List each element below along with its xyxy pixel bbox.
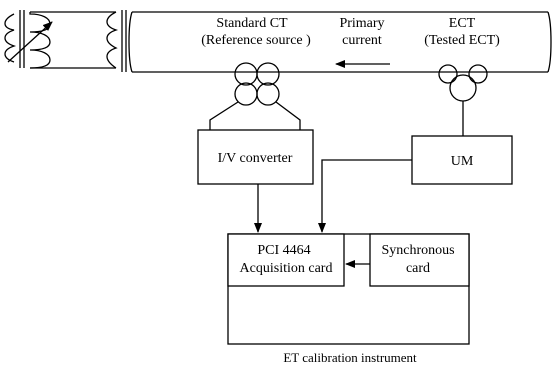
iv-converter-box — [197, 129, 314, 185]
primary-current-label-line1: Primary — [339, 16, 384, 31]
instrument-caption: ET calibration instrument — [283, 350, 417, 365]
synchronous-card-box — [369, 233, 470, 287]
primary-current-label-line2: current — [342, 33, 382, 48]
pci-label-line1: PCI 4464 — [257, 243, 310, 258]
ect-icon — [438, 64, 488, 136]
primary-conductor — [128, 11, 552, 73]
um-label: UM — [451, 154, 474, 169]
pci-label-line2: Acquisition card — [240, 261, 333, 276]
iv-converter-label: I/V converter — [218, 151, 293, 166]
sync-label-line1: Synchronous — [381, 243, 454, 258]
standard-ct-icon — [209, 62, 301, 130]
ect-label-line2: (Tested ECT) — [424, 33, 500, 48]
pci-acquisition-card-box — [227, 233, 345, 287]
sync-label-line2: card — [406, 261, 430, 276]
ect-label-line1: ECT — [449, 16, 476, 31]
variable-transformer-icon — [4, 10, 127, 72]
standard-ct-label-line2: (Reference source ) — [201, 33, 311, 48]
standard-ct-label-line1: Standard CT — [216, 16, 288, 31]
um-box — [411, 135, 513, 185]
um-to-pci-arrow — [318, 159, 412, 233]
